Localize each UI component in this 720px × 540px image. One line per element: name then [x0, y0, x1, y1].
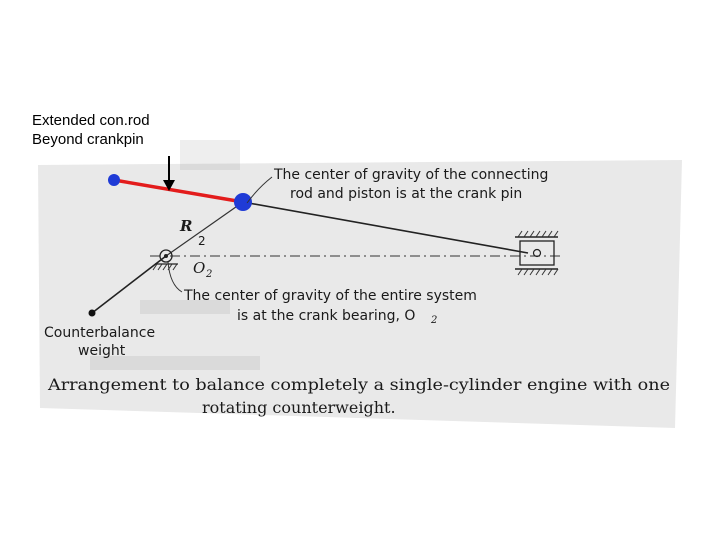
counterweight-label-line1: Counterbalance: [44, 325, 155, 341]
scanned-paper: [38, 160, 682, 428]
bearing-subscript: 2: [205, 269, 212, 280]
crankpin-marker: [234, 193, 252, 211]
bearing-label: O: [193, 259, 205, 277]
scan-bleedthrough: [90, 140, 260, 370]
cg-system-note-line2: is at the crank bearing, O: [237, 308, 415, 324]
slide-label-beyond-crankpin: Beyond crankpin: [32, 131, 144, 148]
crank-label: R: [179, 217, 192, 235]
arrow-down-icon: [163, 156, 175, 191]
extended-rod-line: [113, 178, 244, 204]
caption-line1: Arrangement to balance completely a sing…: [47, 375, 670, 394]
counterweight-dot: [88, 309, 96, 317]
cg-rod-note-line1: The center of gravity of the connecting: [273, 167, 548, 183]
cg-system-note-subscript: 2: [430, 315, 437, 326]
caption-line2: rotating counterweight.: [202, 398, 396, 417]
leader-entire-system: [167, 261, 183, 293]
cg-rod-note-line2: rod and piston is at the crank pin: [290, 186, 522, 202]
counterweight-label-line2: weight: [78, 343, 126, 359]
slide-label-extended-rod: Extended con.rod: [32, 112, 150, 129]
connecting-rod: [242, 201, 529, 254]
crank-number: 2: [198, 234, 206, 248]
leader-connecting-rod: [246, 176, 273, 204]
crank-arm: [165, 201, 244, 257]
piston-assembly: [515, 230, 559, 276]
extension-end-marker: [108, 174, 120, 186]
counterweight-arm: [91, 255, 167, 314]
cg-system-note-line1: The center of gravity of the entire syst…: [183, 288, 477, 304]
